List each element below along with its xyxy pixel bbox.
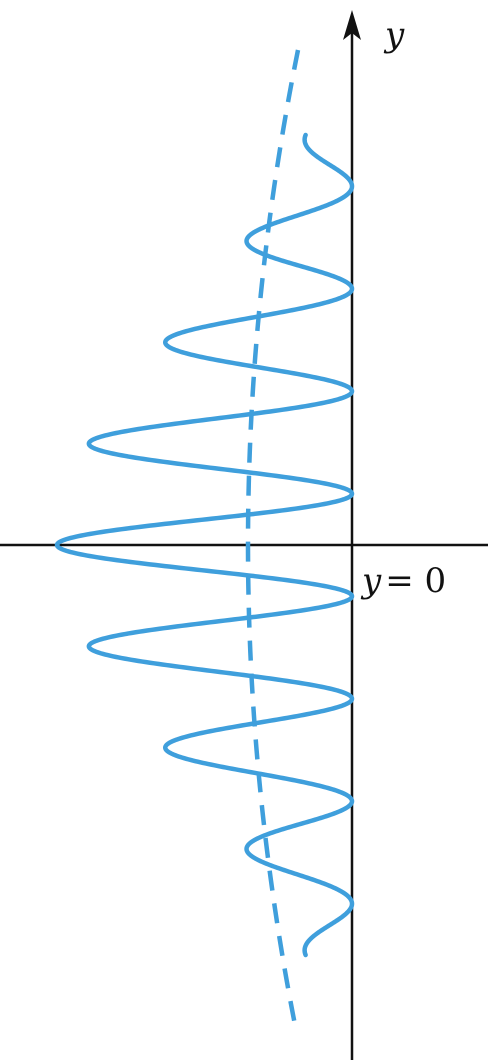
origin-label-equation: = 0 bbox=[385, 561, 446, 601]
dashed-envelope-curve bbox=[245, 49, 301, 1029]
oscillating-wave-curve bbox=[54, 132, 355, 958]
origin-label-variable: y bbox=[360, 561, 382, 601]
origin-label: y = 0 bbox=[360, 561, 446, 601]
vertical-axis-arrowhead bbox=[343, 10, 361, 40]
y-axis-label: y bbox=[383, 15, 405, 55]
